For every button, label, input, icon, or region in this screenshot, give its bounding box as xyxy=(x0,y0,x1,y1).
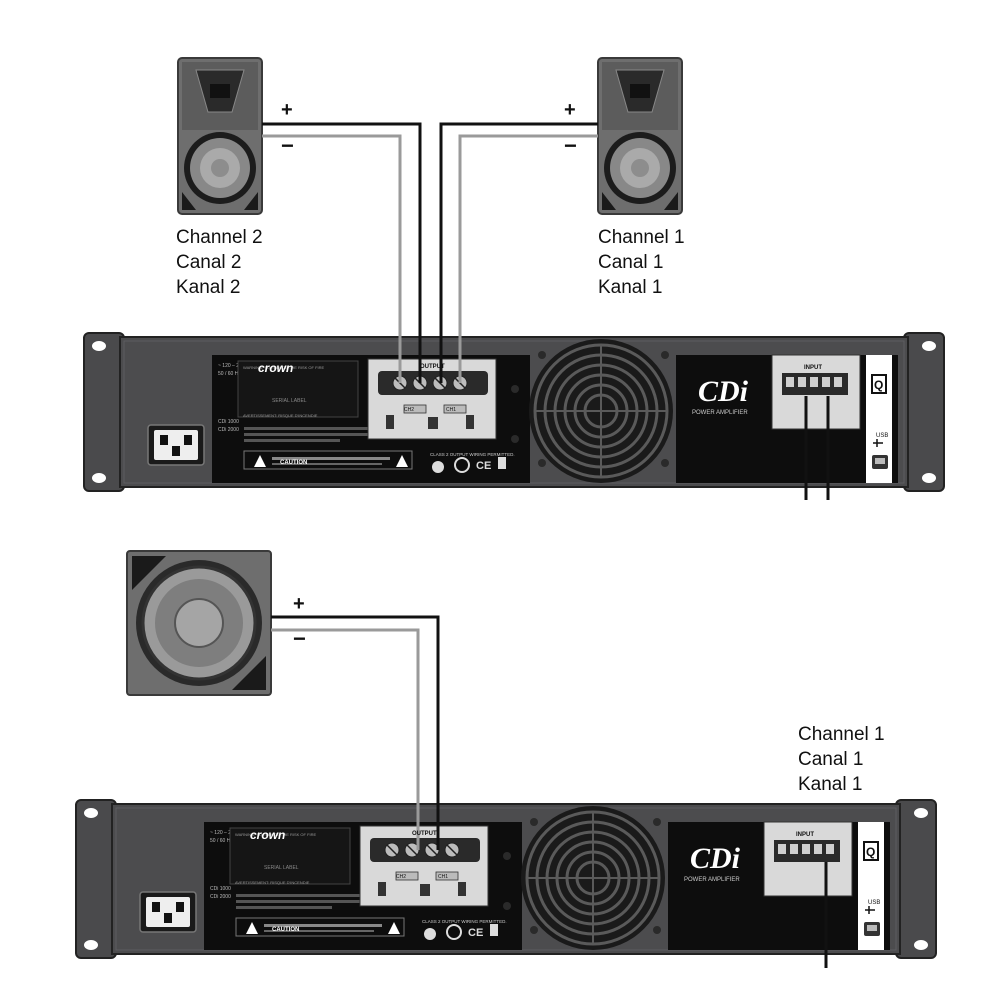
ch2-label-top: CH2 xyxy=(404,407,414,413)
channel1-label-es: Canal 1 xyxy=(598,252,664,273)
channel2-label: Channel 2 Canal 2 Kanal 2 xyxy=(176,225,263,300)
bottom-channel1-label-es: Canal 1 xyxy=(798,749,864,770)
amplifier-bottom xyxy=(74,798,938,960)
bottom-channel1-label-de: Kanal 1 xyxy=(798,774,863,795)
model-logo-top: CDi xyxy=(698,375,749,408)
channel1-label-en: Channel 1 xyxy=(598,227,685,248)
speaker-channel2 xyxy=(177,57,263,215)
output-label-top: OUTPUT xyxy=(420,364,445,370)
input-label-bottom: INPUT xyxy=(796,832,814,838)
model-subtitle-top: POWER AMPLIFIER xyxy=(692,410,748,416)
model-logo-bottom: CDi xyxy=(690,842,741,875)
channel2-label-en: Channel 2 xyxy=(176,227,263,248)
caution-label-bottom: CAUTION xyxy=(272,927,299,933)
amplifier-top xyxy=(82,331,946,493)
serial-label-bottom: SERIAL LABEL xyxy=(264,865,299,871)
output-label-bottom: OUTPUT xyxy=(412,831,437,837)
channel2-minus-sign: − xyxy=(281,133,294,158)
channel1-label: Channel 1 Canal 1 Kanal 1 xyxy=(598,225,685,300)
channel2-label-de: Kanal 2 xyxy=(176,277,241,298)
caution-label-top: CAUTION xyxy=(280,460,307,466)
speaker-channel1 xyxy=(597,57,683,215)
bottom-channel1-label: Channel 1 Canal 1 Kanal 1 xyxy=(798,722,885,797)
bottom-channel1-label-en: Channel 1 xyxy=(798,724,885,745)
ch1-label-bottom: CH1 xyxy=(438,874,448,880)
subwoofer-minus-sign: − xyxy=(293,626,306,651)
serial-label-top: SERIAL LABEL xyxy=(272,398,307,404)
brand-logo-top: crown xyxy=(258,361,293,375)
class2-text-bottom: CLASS 2 OUTPUT WIRING PERMITTED. xyxy=(422,919,507,924)
channel1-minus-sign: − xyxy=(564,133,577,158)
channel2-label-es: Canal 2 xyxy=(176,252,242,273)
subwoofer xyxy=(126,550,272,696)
channel1-label-de: Kanal 1 xyxy=(598,277,663,298)
channel1-plus-sign: + xyxy=(564,99,576,121)
input-label-top: INPUT xyxy=(804,365,822,371)
subwoofer-plus-sign: + xyxy=(293,593,305,615)
model-subtitle-bottom: POWER AMPLIFIER xyxy=(684,877,740,883)
usb-label-bottom: USB xyxy=(868,900,880,906)
wires-bottom xyxy=(271,615,828,968)
channel2-plus-sign: + xyxy=(281,99,293,121)
ch1-label-top: CH1 xyxy=(446,407,456,413)
brand-logo-bottom: crown xyxy=(250,828,285,842)
ch2-label-bottom: CH2 xyxy=(396,874,406,880)
usb-label-top: USB xyxy=(876,433,888,439)
class2-text-top: CLASS 2 OUTPUT WIRING PERMITTED. xyxy=(430,452,515,457)
wires-top xyxy=(262,122,830,500)
